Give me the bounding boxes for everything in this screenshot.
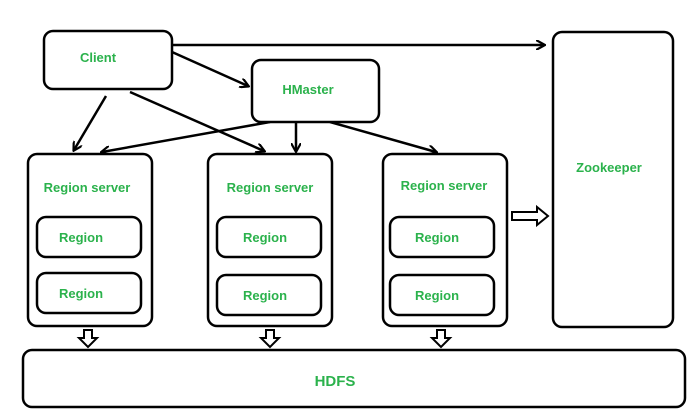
hdfs-label: HDFS [315,373,356,390]
region-box: Region [388,273,496,317]
hmaster-label: HMaster [282,82,333,97]
region-server-label: Region server [401,178,488,193]
region-server-label: Region server [227,180,314,195]
region-box: Region [215,215,323,259]
region-label: Region [415,230,459,245]
hollow-arrow-down [76,329,100,349]
region-server-2: Region server Region Region [206,152,334,328]
region-label: Region [59,286,103,301]
region-server-1: Region server Region Region [26,152,154,328]
edge-hmaster-regionserver-1 [102,120,271,152]
hollow-arrow-down [258,329,282,349]
edge-hmaster-regionserver-3 [329,120,436,152]
region-label: Region [59,230,103,245]
hollow-arrow-right [511,204,550,228]
hmaster-node: HMaster [250,58,381,124]
client-label: Client [80,50,117,65]
region-box: Region [215,273,323,317]
hollow-arrow-down [429,329,453,349]
region-label: Region [243,230,287,245]
edge-client-regionserver-2 [129,90,264,151]
edge-client-regionserver-1 [74,95,108,150]
region-box: Region [35,215,143,259]
edge-client-hmaster [171,50,248,86]
region-server-label: Region server [44,180,131,195]
client-node: Client [42,29,174,91]
edges [74,45,544,152]
zookeeper-label: Zookeeper [576,160,642,175]
region-label: Region [243,288,287,303]
region-box: Region [35,271,143,315]
region-label: Region [415,288,459,303]
region-box: Region [388,215,496,259]
region-server-3: Region server Region Region [381,152,509,328]
hdfs-node: HDFS [21,348,687,409]
zookeeper-node: Zookeeper [551,30,675,329]
